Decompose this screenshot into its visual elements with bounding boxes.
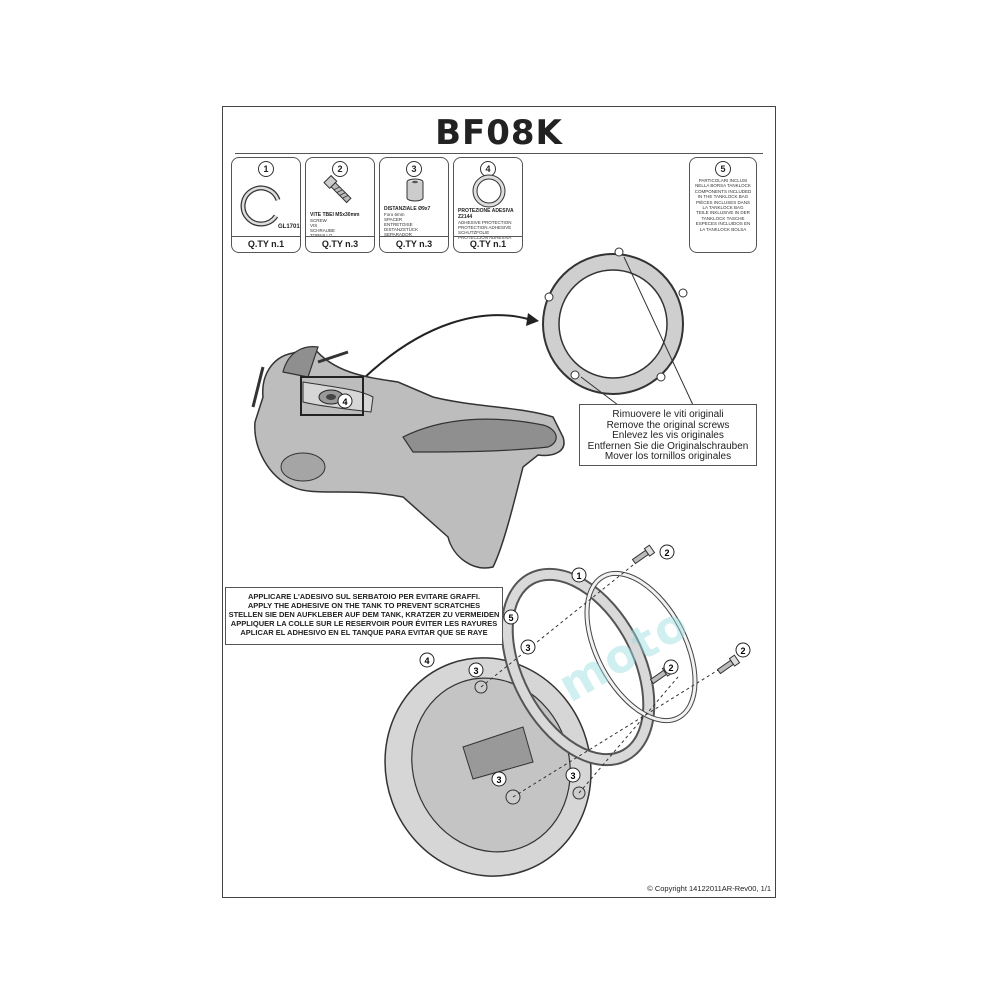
note-line: STELLEN SIE DEN AUFKLEBER AUF DEM TANK, … xyxy=(228,610,500,619)
installation-illustration: 4 xyxy=(251,247,751,877)
svg-text:2: 2 xyxy=(740,646,745,656)
part-quantity: Q.TY n.1 xyxy=(454,236,522,252)
instruction-sheet: BF08K 1 GL1701 Q.TY n.1 2 VITE TBEI M5x3… xyxy=(222,106,776,898)
callout-5: 5 xyxy=(503,609,519,625)
part-box-3: 3 DISTANZIALE Ø9x7 Foro 6mm SPACER ENTRE… xyxy=(379,157,449,253)
copyright-text: © Copyright 14122011AR-Rev00, 1/1 xyxy=(647,884,771,893)
callout-3-bottom: 3 xyxy=(491,771,507,787)
screw-icon xyxy=(323,174,352,204)
svg-text:5: 5 xyxy=(508,613,513,623)
callout-3-left: 3 xyxy=(468,662,484,678)
retaining-ring-icon xyxy=(240,185,281,227)
part-box-5: 5 PARTICOLARI INCLUSI NELLA BORSA TANKLO… xyxy=(689,157,757,253)
callout-2-top: 2 xyxy=(659,544,675,560)
document-title: BF08K xyxy=(435,113,563,153)
title-divider xyxy=(235,153,763,154)
callout-2-right: 2 xyxy=(735,642,751,658)
included-components-note: PARTICOLARI INCLUSI NELLA BORSA TANKLOCK… xyxy=(694,178,752,232)
part-box-4: 4 PROTEZIONE ADESIVA Z2144 ADHESIVE PROT… xyxy=(453,157,523,253)
svg-text:1: 1 xyxy=(576,571,581,581)
note-line: Mover los tornillos originales xyxy=(604,451,732,462)
callout-3-right: 3 xyxy=(565,767,581,783)
svg-text:4: 4 xyxy=(424,656,429,666)
note-line: Entfernen Sie die Originalschrauben xyxy=(587,440,749,452)
svg-text:3: 3 xyxy=(570,771,575,781)
part-number-badge: 5 xyxy=(715,161,731,177)
part-code: DISTANZIALE Ø9x7 xyxy=(384,206,431,212)
callout-2-mid: 2 xyxy=(663,659,679,675)
part-code: PROTEZIONE ADESIVA Z2144 xyxy=(458,208,514,220)
part-description: SCREW VIS SCHRAUBE TORNILLO xyxy=(310,218,336,238)
part-number-badge: 2 xyxy=(332,161,348,177)
part-box-2: 2 VITE TBEI M5x30mm SCREW VIS SCHRAUBE T… xyxy=(305,157,375,253)
part-number-badge: 1 xyxy=(258,161,274,177)
svg-text:3: 3 xyxy=(473,666,478,676)
note-line: APPLIQUER LA COLLE SUR LE RESERVOIR POUR… xyxy=(230,619,498,628)
note-line: Remove the original screws xyxy=(606,419,730,431)
note-line: Rimuovere le viti originali xyxy=(612,409,724,420)
spacer-icon xyxy=(406,178,424,202)
part-code: VITE TBEI M5x30mm xyxy=(310,212,360,218)
apply-adhesive-note: APPLICARE L'ADESIVO SUL SERBATOIO PER EV… xyxy=(225,587,503,645)
part-box-1: 1 GL1701 Q.TY n.1 xyxy=(231,157,301,253)
gasket-ring-illustration xyxy=(542,247,694,406)
svg-text:4: 4 xyxy=(342,397,347,407)
part-quantity: Q.TY n.3 xyxy=(380,236,448,252)
svg-text:2: 2 xyxy=(668,663,673,673)
part-code: GL1701 xyxy=(278,224,300,230)
motorcycle-illustration xyxy=(251,346,565,569)
note-line: APPLY THE ADHESIVE ON THE TANK TO PREVEN… xyxy=(247,601,481,610)
retaining-ring-illustration xyxy=(584,570,698,724)
part-description: ADHESIVE PROTECTION PROTECTION ADHESIVE … xyxy=(458,220,512,240)
part-number-badge: 3 xyxy=(406,161,422,177)
note-line: APPLICARE L'ADESIVO SUL SERBATOIO PER EV… xyxy=(247,592,481,601)
svg-text:3: 3 xyxy=(496,775,501,785)
flange-ring-illustration xyxy=(500,567,656,767)
svg-text:2: 2 xyxy=(664,548,669,558)
callout-4-plate: 4 xyxy=(419,652,435,668)
callout-4-motorcycle: 4 xyxy=(337,393,353,409)
part-quantity: Q.TY n.3 xyxy=(306,236,374,252)
callout-3-mid: 3 xyxy=(520,639,536,655)
note-line: Enlevez les vis originales xyxy=(612,430,724,441)
svg-text:3: 3 xyxy=(525,643,530,653)
part-quantity: Q.TY n.1 xyxy=(232,236,300,252)
note-line: APLICAR EL ADHESIVO EN EL TANQUE PARA EV… xyxy=(240,628,488,637)
adhesive-ring-icon xyxy=(472,174,506,208)
part-description: Foro 6mm SPACER ENTRETOISE DISTANZSTÜCK … xyxy=(384,212,419,237)
callout-1: 1 xyxy=(571,567,587,583)
remove-screws-note: Rimuovere le viti originali Remove the o… xyxy=(579,404,757,466)
